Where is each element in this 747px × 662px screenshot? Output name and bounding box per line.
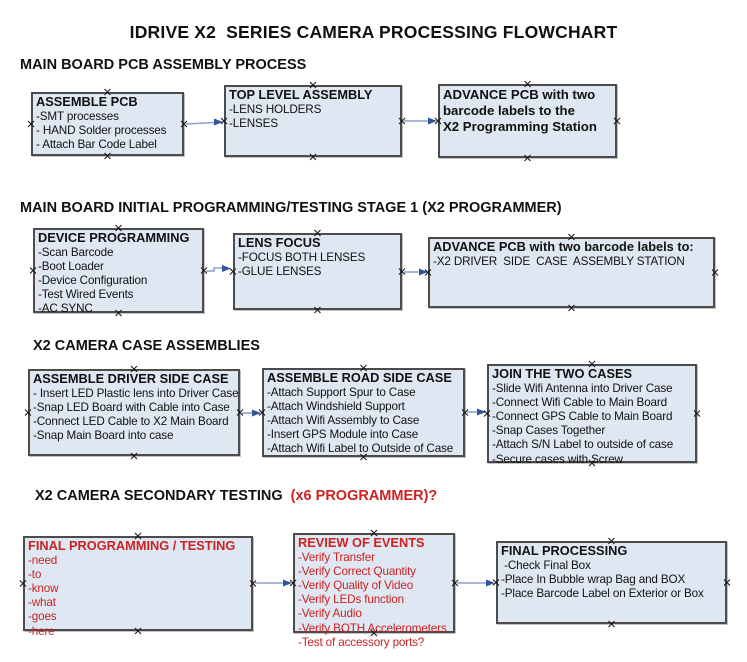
box-title: ASSEMBLE ROAD SIDE CASE — [267, 370, 452, 385]
box-item: -know — [28, 581, 59, 595]
box-item: -X2 DRIVER SIDE CASE ASSEMBLY STATION — [433, 254, 685, 268]
box-item: -Attach Windshield Support — [267, 399, 405, 413]
box-item: -Insert GPS Module into Case — [267, 428, 419, 442]
flow-arrow[interactable] — [185, 118, 223, 126]
box-item: -Attach Support Spur to Case — [267, 385, 416, 399]
box-item: -need — [28, 553, 58, 567]
flow-arrow[interactable] — [457, 579, 495, 587]
box-item: -Connect GPS Cable to Main Board — [492, 409, 673, 423]
box-item: -Verify BOTH Accelerometers — [298, 621, 447, 635]
box-item: -Verify Correct Quantity — [298, 564, 416, 578]
box-item: -what — [28, 596, 56, 610]
box-title: ADVANCE PCB with two barcode labels to t… — [443, 87, 597, 134]
box-item: - Insert LED Plastic lens into Driver Ca… — [33, 386, 239, 400]
flow-arrow[interactable] — [255, 579, 292, 587]
box-item: -Connect Wifi Cable to Main Board — [492, 395, 667, 409]
box-title: TOP LEVEL ASSEMBLY — [229, 87, 373, 102]
box-lens-focus[interactable]: LENS FOCUS-FOCUS BOTH LENSES-GLUE LENSES — [233, 233, 402, 310]
box-item: -Snap Cases Together — [492, 424, 606, 438]
box-item: -Attach Wifi Label to Outside of Case — [267, 442, 454, 456]
box-item: -AC SYNC — [38, 302, 93, 316]
box-item: -Verify Transfer — [298, 550, 375, 564]
box-item: -goes — [28, 610, 57, 624]
box-title: ASSEMBLE DRIVER SIDE CASE — [33, 371, 229, 386]
box-item: -Snap LED Board with Cable into Case — [33, 400, 230, 414]
box-title: FINAL PROGRAMMING / TESTING — [28, 538, 236, 553]
section-heading-pcb-assembly: MAIN BOARD PCB ASSEMBLY PROCESS — [20, 57, 307, 73]
box-item: -Test of accessory ports? — [298, 635, 425, 649]
section-heading-initial-programming: MAIN BOARD INITIAL PROGRAMMING/TESTING S… — [20, 200, 562, 216]
box-item: -Check Final Box — [501, 558, 591, 572]
box-title: REVIEW OF EVENTS — [298, 535, 425, 550]
flow-arrow[interactable] — [404, 117, 437, 125]
box-item: -Verify LEDs function — [298, 593, 404, 607]
box-advance-pcb-programming-station[interactable]: ADVANCE PCB with two barcode labels to t… — [438, 84, 617, 158]
box-assemble-pcb[interactable]: ASSEMBLE PCB-SMT processes- HAND Solder … — [31, 92, 184, 156]
box-review-of-events[interactable]: REVIEW OF EVENTS-Verify Transfer-Verify … — [293, 533, 455, 649]
section-heading-secondary-testing-red: (x6 PROGRAMMER)? — [286, 488, 438, 504]
flow-arrow[interactable] — [206, 265, 231, 272]
box-assemble-driver-side-case[interactable]: ASSEMBLE DRIVER SIDE CASE- Insert LED Pl… — [28, 369, 240, 456]
box-item: - Attach Bar Code Label — [36, 137, 157, 151]
box-title: LENS FOCUS — [238, 235, 321, 250]
box-item: -Scan Barcode — [38, 245, 114, 259]
box-title: FINAL PROCESSING — [501, 543, 628, 558]
box-item: -Place Barcode Label on Exterior or Box — [501, 586, 704, 600]
box-item: -Attach Wifi Assembly to Case — [267, 413, 420, 427]
flow-arrow[interactable] — [404, 268, 428, 276]
box-item: -Slide Wifi Antenna into Driver Case — [492, 381, 673, 395]
box-item: -LENS HOLDERS — [229, 102, 322, 116]
box-title: ASSEMBLE PCB — [36, 94, 138, 109]
box-item: -to — [28, 567, 42, 581]
box-item: -FOCUS BOTH LENSES — [238, 250, 366, 264]
box-title: DEVICE PROGRAMMING — [38, 230, 190, 245]
box-item: -Verify Quality of Video — [298, 578, 414, 592]
flow-arrow[interactable] — [242, 409, 261, 417]
box-item: -Device Configuration — [38, 273, 148, 287]
section-heading-case-assemblies: X2 CAMERA CASE ASSEMBLIES — [33, 338, 260, 354]
box-assemble-road-side-case[interactable]: ASSEMBLE ROAD SIDE CASE-Attach Support S… — [262, 368, 465, 457]
section-heading-secondary-testing-black: X2 CAMERA SECONDARY TESTING — [35, 488, 287, 504]
box-item: -Verify Audio — [298, 607, 362, 621]
box-item: -Place In Bubble wrap Bag and BOX — [501, 572, 686, 586]
box-join-the-two-cases[interactable]: JOIN THE TWO CASES-Slide Wifi Antenna in… — [487, 364, 697, 466]
box-top-level-assembly[interactable]: TOP LEVEL ASSEMBLY-LENS HOLDERS-LENSES — [224, 85, 402, 157]
box-item: -Snap Main Board into case — [33, 429, 174, 443]
box-item: -Boot Loader — [38, 259, 104, 273]
box-title: JOIN THE TWO CASES — [492, 366, 633, 381]
box-item: -SMT processes — [36, 109, 119, 123]
box-advance-pcb-driver-side[interactable]: ADVANCE PCB with two barcode labels to:-… — [428, 237, 715, 308]
box-item: -here — [28, 624, 55, 638]
box-item: - HAND Solder processes — [36, 123, 167, 137]
box-final-processing[interactable]: FINAL PROCESSING -Check Final Box-Place … — [496, 541, 727, 624]
box-item: -Test Wired Events — [38, 288, 134, 302]
box-item: -Secure cases with Screw — [492, 452, 623, 466]
box-item: -Connect LED Cable to X2 Main Board — [33, 414, 229, 428]
box-item: -Attach S/N Label to outside of case — [492, 438, 674, 452]
box-item: -GLUE LENSES — [238, 264, 322, 278]
section-heading-secondary-testing: X2 CAMERA SECONDARY TESTING (x6 PROGRAMM… — [35, 488, 437, 504]
page-title: IDRIVE X2 SERIES CAMERA PROCESSING FLOWC… — [129, 22, 618, 42]
box-item: -LENSES — [229, 116, 278, 130]
box-title: ADVANCE PCB with two barcode labels to: — [433, 239, 694, 254]
flow-arrow[interactable] — [467, 408, 486, 416]
box-final-programming-testing[interactable]: FINAL PROGRAMMING / TESTING-need-to-know… — [23, 536, 253, 638]
box-device-programming[interactable]: DEVICE PROGRAMMING-Scan Barcode-Boot Loa… — [33, 228, 204, 316]
